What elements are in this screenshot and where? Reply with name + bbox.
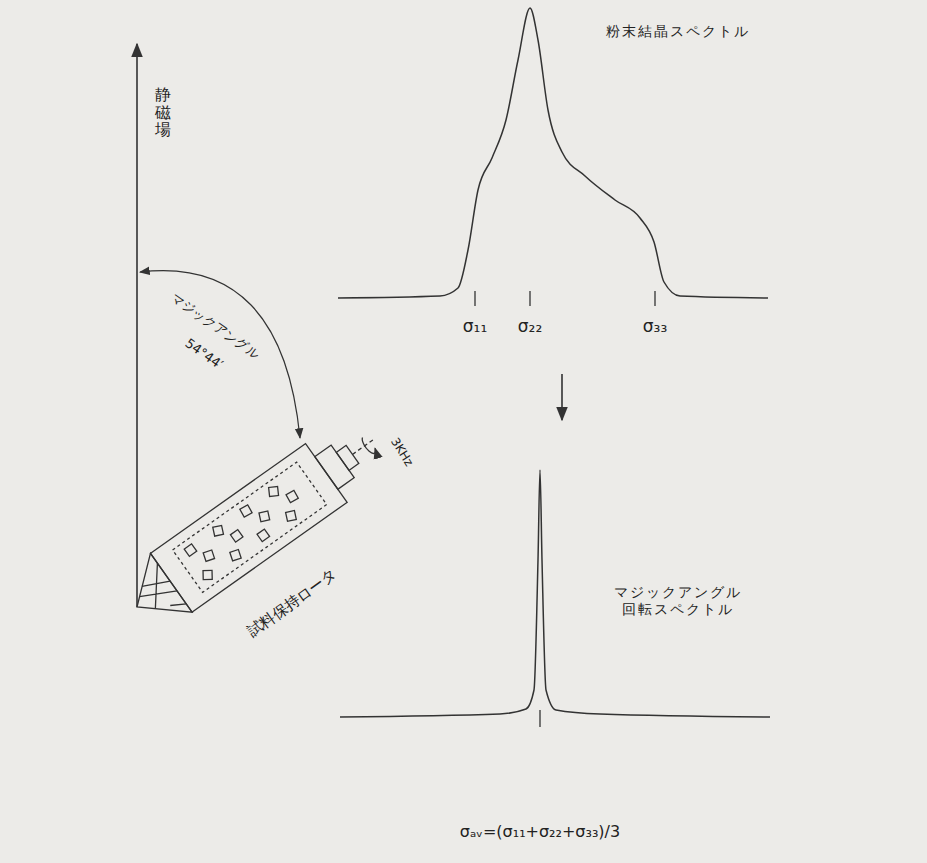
spectrum-title: マジックアングル 回転スペクトル	[614, 584, 742, 618]
grain	[203, 550, 214, 561]
mas-spectrum	[340, 470, 770, 717]
tick-mark	[539, 710, 540, 727]
isotropic-shift: σₐᵥ=(σ₁₁+σ₂₂+σ₃₃)/3	[460, 822, 620, 841]
grain	[240, 505, 252, 517]
angle-arc	[140, 271, 300, 438]
grain	[269, 487, 279, 497]
tick-mark	[654, 291, 655, 306]
field-axis	[136, 44, 138, 607]
cone-hatch	[130, 563, 187, 623]
tensor-component: σ₁₁	[463, 316, 487, 336]
grain	[257, 529, 270, 542]
tensor-component: σ₃₃	[643, 316, 667, 336]
grain	[203, 570, 212, 579]
tensor-component: σ₂₂	[518, 316, 542, 336]
grain	[184, 544, 197, 557]
grain	[230, 549, 241, 560]
spectrum-title: 粉末結晶スペクトル	[606, 23, 750, 40]
spin-arrow	[360, 435, 377, 455]
sample-space	[173, 462, 327, 592]
powder-spectrum	[338, 8, 768, 298]
angle-value: 54°44′	[182, 335, 226, 372]
grain	[259, 511, 270, 522]
field-label: 静磁場	[155, 86, 171, 139]
grain	[213, 525, 224, 536]
grain	[286, 490, 298, 502]
sample-rotor	[116, 409, 396, 636]
spin-rate: 3KHz	[388, 435, 417, 469]
rotor-cone	[116, 553, 192, 636]
spectra	[338, 8, 770, 727]
rotor-knob	[336, 445, 359, 470]
powder-grains	[182, 477, 309, 584]
grain	[230, 530, 243, 543]
tick-mark	[474, 291, 475, 306]
rotor-label: 試料保持ロータ	[244, 565, 340, 640]
spin-axis	[352, 438, 375, 454]
tick-mark	[529, 291, 530, 306]
rotor-cap	[315, 445, 354, 489]
grain	[286, 511, 297, 522]
down-arrow	[561, 374, 563, 420]
